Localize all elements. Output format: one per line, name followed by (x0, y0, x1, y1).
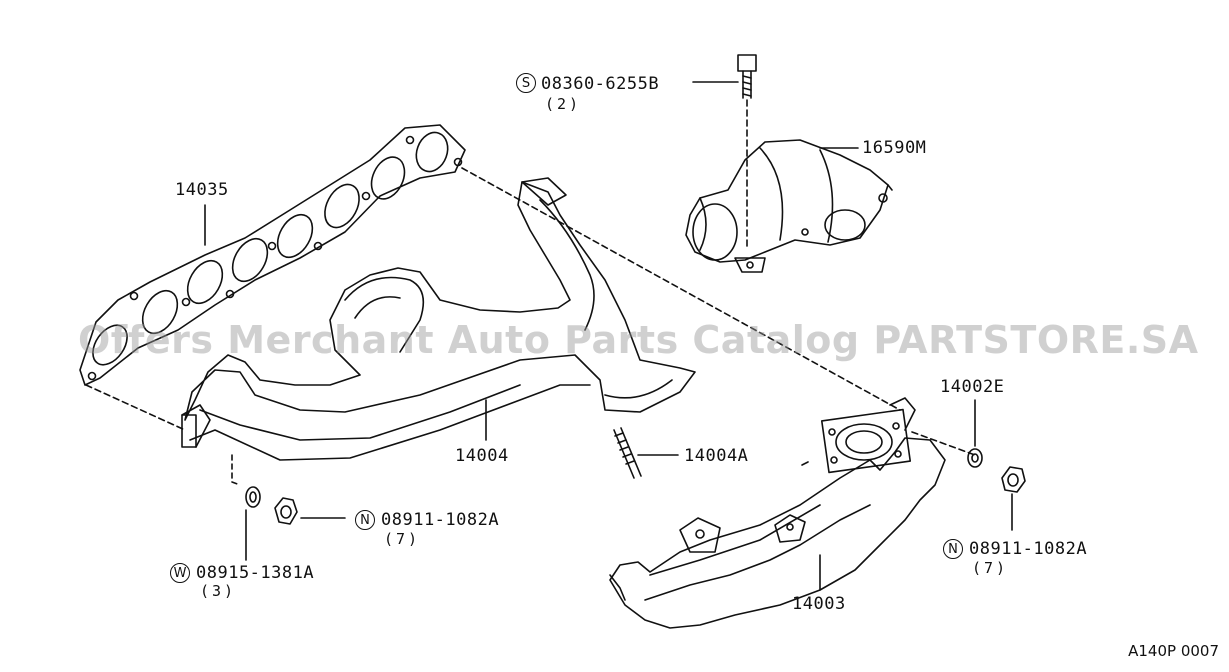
bolt-number-label: 08360-6255B (541, 74, 660, 94)
exhaust-gasket (80, 125, 465, 385)
bolt (693, 55, 756, 250)
bolt-symbol-icon: S (516, 73, 536, 93)
washer-left-number-label: 08915-1381A (196, 563, 315, 583)
part-14003-label: 14003 (792, 594, 846, 614)
nut-right (1002, 467, 1025, 530)
watermark: Offers Merchant Auto Parts Catalog PARTS… (78, 318, 1199, 362)
washer-right (968, 400, 982, 467)
washer-left-symbol-icon: W (170, 563, 190, 583)
exhaust-manifold-left (182, 178, 695, 460)
diagram-code: A140P 0007 (1128, 642, 1219, 660)
washer-left-qty-label: (3) (200, 582, 237, 600)
exhaust-manifold-right (610, 398, 945, 628)
part-14004-label: 14004 (455, 446, 509, 466)
nut-right-qty-label: (7) (972, 559, 1009, 577)
bolt-qty-label: (2) (545, 95, 582, 113)
nut-left-qty-label: (7) (384, 530, 421, 548)
washer-left (246, 487, 260, 507)
manifold-stud (614, 428, 678, 478)
heat-shield (686, 140, 892, 272)
part-14035-label: 14035 (175, 180, 229, 200)
nut-right-number-label: 08911-1082A (969, 539, 1088, 559)
part-14004a-label: 14004A (684, 446, 749, 466)
part-14002e-label: 14002E (940, 377, 1005, 397)
nut-left-number-label: 08911-1082A (381, 510, 500, 530)
nut-left-symbol-icon: N (355, 510, 375, 530)
nut-left (275, 498, 345, 524)
leader-lines (86, 168, 975, 590)
part-16590m-label: 16590M (862, 138, 927, 158)
nut-right-symbol-icon: N (943, 539, 963, 559)
